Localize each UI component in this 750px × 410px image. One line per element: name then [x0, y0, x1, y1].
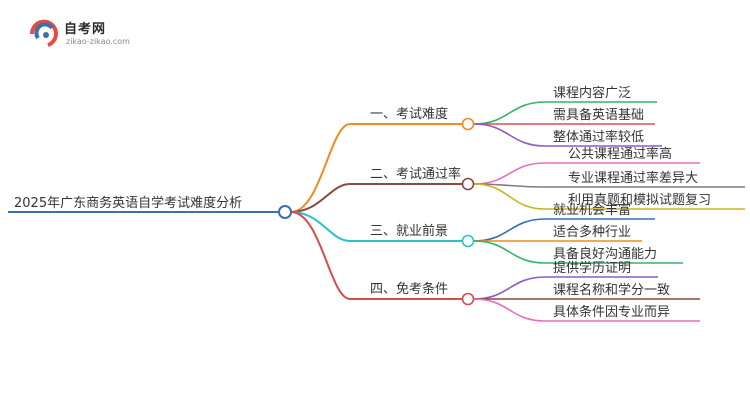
leaf-label: 公共课程通过率高: [568, 146, 672, 162]
mind-map-links: [8, 101, 745, 322]
branch-label: 一、考试难度: [370, 106, 448, 122]
branch-label: 四、免考条件: [370, 281, 448, 297]
leaf-link: [473, 218, 655, 242]
leaf-label: 课程内容广泛: [553, 85, 631, 101]
leaf-link: [473, 183, 745, 210]
leaf-link: [473, 276, 658, 300]
leaf-label: 专业课程通过率差异大: [568, 170, 698, 186]
leaf-link: [473, 162, 700, 185]
branch-node: [461, 234, 475, 248]
branch-label: 二、考试通过率: [370, 166, 461, 182]
branch-link: [290, 211, 462, 242]
leaf-label: 具备良好沟通能力: [553, 246, 657, 262]
leaf-link: [473, 240, 683, 264]
site-logo: 自考网 zikao-zikao.com: [28, 16, 148, 50]
root-label: 2025年广东商务英语自学考试难度分析: [14, 195, 242, 211]
leaf-link: [473, 123, 662, 147]
branch-link: [290, 123, 462, 213]
leaf-label: 适合多种行业: [553, 224, 631, 240]
leaf-label: 需具备英语基础: [553, 107, 644, 123]
branch-node: [461, 177, 475, 191]
leaf-label: 利用真题和模拟试题复习: [568, 193, 711, 208]
leaf-label: 就业机会丰富: [553, 202, 631, 218]
branch-label: 三、就业前景: [370, 223, 448, 239]
logo-icon: [29, 19, 58, 47]
logo-url: zikao-zikao.com: [66, 37, 130, 46]
mind-map-labels: 2025年广东商务英语自学考试难度分析 一、考试难度 课程内容广泛需具备英语基础整体…: [14, 85, 711, 320]
branch-link: [290, 211, 462, 300]
branch-node: [461, 292, 475, 306]
leaf-label: 具体条件因专业而异: [553, 304, 670, 320]
leaf-label: 课程名称和学分一致: [553, 282, 670, 298]
root-node: [278, 205, 292, 219]
branch-link: [290, 183, 462, 213]
leaf-label: 提供学历证明: [553, 260, 631, 276]
logo-name: 自考网: [64, 22, 107, 37]
leaf-link: [473, 298, 700, 322]
leaf-label: 整体通过率较低: [553, 129, 644, 145]
leaf-link: [473, 101, 657, 125]
branch-node: [461, 117, 475, 131]
